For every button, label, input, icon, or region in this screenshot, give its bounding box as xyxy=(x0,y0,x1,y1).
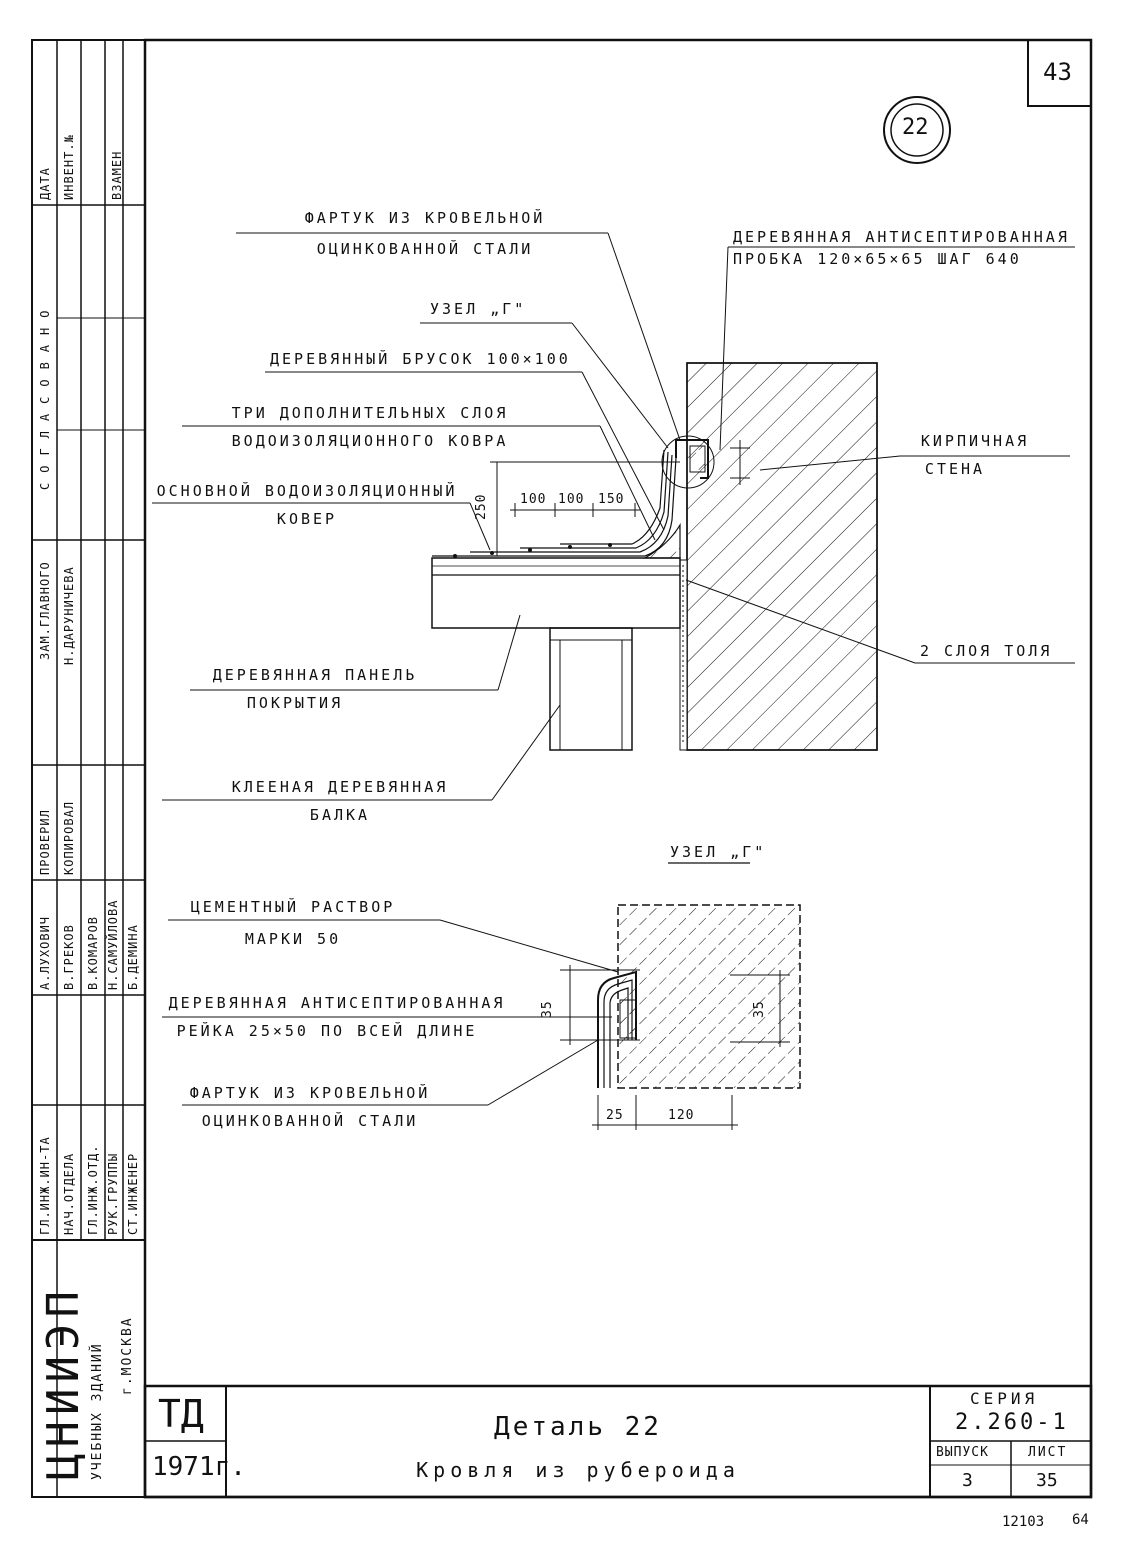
vypusk-value: 3 xyxy=(962,1470,973,1491)
dim-150: 150 xyxy=(598,492,625,507)
label-cement-2: МАРКИ 50 xyxy=(244,930,342,948)
sidebar-name-1: А.ЛУХОВИЧ xyxy=(38,915,52,990)
uzel-apron xyxy=(597,970,637,1088)
label-tri-sloya-1: ТРИ ДОПОЛНИТЕЛЬНЫХ СЛОЯ xyxy=(231,404,509,422)
sidebar-role-2: НАЧ.ОТДЕЛА xyxy=(62,1152,76,1235)
dim-35a: 35 xyxy=(540,1000,555,1018)
sidebar-role-1: ГЛ.ИНЖ.ИН-ТА xyxy=(38,1136,52,1235)
title-main: Деталь 22 xyxy=(494,1412,662,1442)
label-panel-2: ПОКРЫТИЯ xyxy=(246,694,344,712)
dim-120: 120 xyxy=(668,1108,695,1123)
dim-100a: 100 xyxy=(520,492,547,507)
list-value: 35 xyxy=(1036,1470,1058,1491)
dim-25: 25 xyxy=(606,1108,624,1123)
footer-code-a: 12103 xyxy=(1002,1514,1045,1530)
sheet-number-box xyxy=(1027,39,1092,107)
sidebar-proveril-label: ПРОВЕРИЛ xyxy=(38,809,52,875)
label-kirpich-2: СТЕНА xyxy=(924,460,986,478)
sidebar-zam-label: ЗАМ.ГЛАВНОГО xyxy=(38,561,52,660)
glued-beam xyxy=(549,627,633,751)
label-osnovnoy-2: КОВЕР xyxy=(276,510,338,528)
label-tri-sloya-2: ВОДОИЗОЛЯЦИОННОГО КОВРА xyxy=(231,432,509,450)
label-reyka-2: РЕЙКА 25×50 ПО ВСЕЙ ДЛИНЕ xyxy=(176,1022,478,1040)
sidebar-frame xyxy=(31,39,146,1498)
uzel-wall xyxy=(617,904,801,1089)
dim-35b: 35 xyxy=(752,1000,767,1018)
label-fartuk-bottom-1: ФАРТУК ИЗ КРОВЕЛЬНОЙ xyxy=(189,1084,431,1102)
dim-250: 250 xyxy=(474,493,489,520)
label-cement-1: ЦЕМЕНТНЫЙ РАСТВОР xyxy=(190,898,396,916)
vypusk-label: ВЫПУСК xyxy=(936,1445,989,1460)
sidebar-zam-name: Н.ДАРУНИЧЕВА xyxy=(62,566,76,665)
label-kirpich-1: КИРПИЧНАЯ xyxy=(920,432,1030,450)
org-city: г.МОСКВА xyxy=(120,1316,135,1395)
label-panel-1: ДЕРЕВЯННАЯ ПАНЕЛЬ xyxy=(212,666,418,684)
seriya-value: 2.260-1 xyxy=(955,1410,1069,1435)
label-uzel-title: УЗЕЛ „Г" xyxy=(670,843,767,861)
label-fartuk-bottom-2: ОЦИНКОВАННОЙ СТАЛИ xyxy=(201,1112,419,1130)
dim-100b: 100 xyxy=(558,492,585,507)
org-line2: УЧЕБНЫХ ЗДАНИЙ xyxy=(90,1342,105,1480)
title-sub: Кровля из рубероида xyxy=(416,1458,740,1482)
sidebar-name-3: В.КОМАРОВ xyxy=(86,915,100,990)
label-fartuk-top-1: ФАРТУК ИЗ КРОВЕЛЬНОЙ xyxy=(304,209,546,227)
org-abbr: ЦНИИЭП xyxy=(38,1285,89,1480)
sidebar-kopiroval-label: КОПИРОВАЛ xyxy=(62,800,76,875)
sidebar-name-2: В.ГРЕКОВ xyxy=(62,924,76,990)
brick-wall xyxy=(686,362,878,751)
list-label: ЛИСТ xyxy=(1028,1445,1068,1460)
sidebar-soglasovano-label: СОГЛАСОВАНО xyxy=(38,300,52,490)
label-balka-2: БАЛКА xyxy=(309,806,371,824)
detail-circle-inner xyxy=(890,103,944,157)
title-year: 1971г. xyxy=(152,1452,246,1482)
label-fartuk-top-2: ОЦИНКОВАННОЙ СТАЛИ xyxy=(316,240,534,258)
label-reyka-1: ДЕРЕВЯННАЯ АНТИСЕПТИРОВАННАЯ xyxy=(168,994,506,1012)
label-probka-1: ДЕРЕВЯННАЯ АНТИСЕПТИРОВАННАЯ xyxy=(733,228,1070,246)
sidebar-vzamen-label: ВЗАМЕН xyxy=(110,150,124,200)
label-uzel: УЗЕЛ „Г" xyxy=(430,300,527,318)
footer-code-b: 64 xyxy=(1072,1512,1089,1528)
sidebar-name-4: Н.САМУЙЛОВА xyxy=(106,899,120,990)
sidebar-name-5: Б.ДЕМИНА xyxy=(126,924,140,990)
sidebar-role-3: ГЛ.ИНЖ.ОТД. xyxy=(86,1144,100,1235)
sidebar-data-label: ДАТА xyxy=(38,167,52,200)
seriya-label: СЕРИЯ xyxy=(970,1389,1039,1408)
detail-number: 22 xyxy=(902,115,929,140)
sidebar-role-4: РУК.ГРУППЫ xyxy=(106,1152,120,1235)
uzel-rail xyxy=(619,999,637,1039)
apron-top xyxy=(675,439,709,479)
label-balka-1: КЛЕЕНАЯ ДЕРЕВЯННАЯ xyxy=(231,778,449,796)
sidebar-invent-label: ИНВЕНТ.№ xyxy=(62,134,76,200)
title-td: ТД xyxy=(158,1392,204,1436)
wood-plug xyxy=(689,445,706,473)
sheet-number: 43 xyxy=(1043,58,1072,86)
sidebar-role-5: СТ.ИНЖЕНЕР xyxy=(126,1152,140,1235)
label-brusok: ДЕРЕВЯННЫЙ БРУСОК 100×100 xyxy=(270,350,571,368)
label-probka-2: ПРОБКА 120×65×65 ШАГ 640 xyxy=(733,250,1022,268)
detail-circle-outer xyxy=(883,96,951,164)
label-tol: 2 СЛОЯ ТОЛЯ xyxy=(920,642,1053,660)
wood-block xyxy=(642,522,681,559)
label-osnovnoy-1: ОСНОВНОЙ ВОДОИЗОЛЯЦИОННЫЙ xyxy=(156,482,458,500)
roof-panel xyxy=(431,557,681,629)
